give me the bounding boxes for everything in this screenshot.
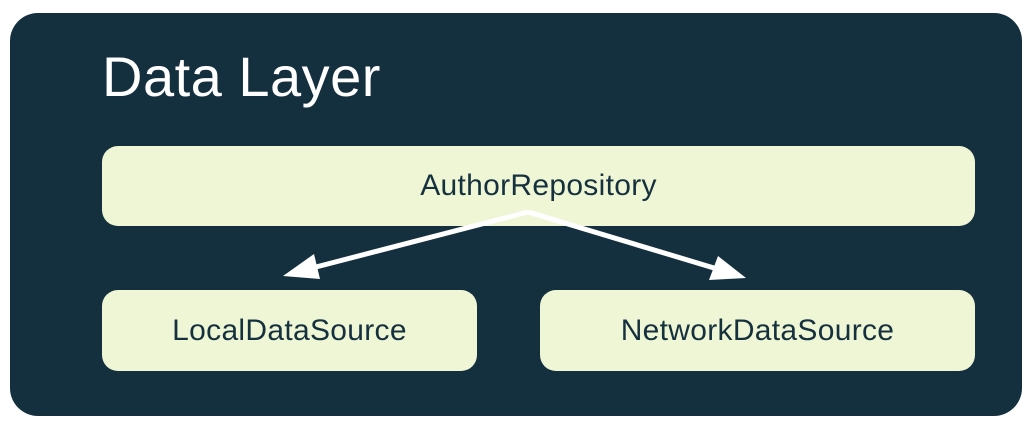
node-network-data-source-label: NetworkDataSource: [620, 313, 895, 347]
node-local-data-source-label: LocalDataSource: [172, 313, 407, 347]
node-local-data-source: LocalDataSource: [102, 290, 477, 371]
node-network-data-source: NetworkDataSource: [540, 290, 975, 371]
node-author-repository: AuthorRepository: [102, 146, 975, 226]
node-author-repository-label: AuthorRepository: [420, 169, 657, 202]
diagram-title: Data Layer: [102, 45, 381, 108]
data-layer-container: Data Layer AuthorRepository LocalDataSou…: [10, 13, 1022, 416]
